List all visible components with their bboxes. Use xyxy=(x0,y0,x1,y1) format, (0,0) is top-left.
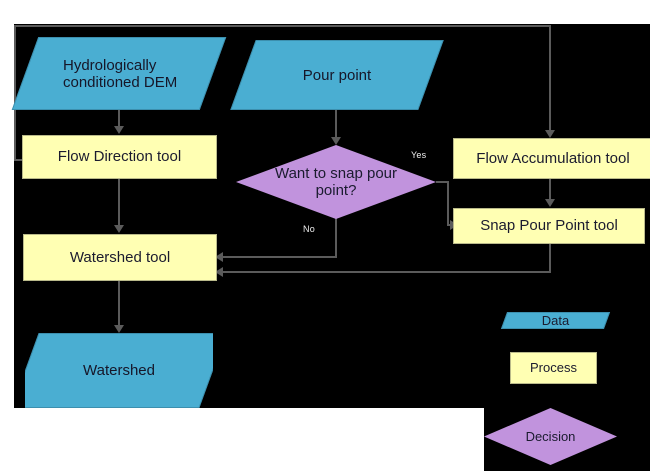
node-pour-point[interactable]: Pour point xyxy=(230,40,444,110)
legend-item-process: Process xyxy=(510,352,597,384)
dem-shape xyxy=(11,37,227,110)
edge-label-no: No xyxy=(303,224,315,234)
node-watershed-output[interactable]: Watershed xyxy=(25,333,213,408)
arrowhead-into-flow-direction xyxy=(114,126,124,134)
node-label-flow-direction: Flow Direction tool xyxy=(57,148,182,166)
connector-decision-yes-horizontal xyxy=(436,181,449,183)
connector-snap-to-watershed-vertical xyxy=(549,243,551,273)
connector-flowaccum-to-snap xyxy=(549,178,551,200)
node-flow-direction-tool[interactable]: Flow Direction tool xyxy=(22,135,217,179)
connector-pourpoint-to-decision xyxy=(335,110,337,138)
connector-flowdir-to-flowaccum-horizontal-top xyxy=(14,25,551,27)
decision-shape xyxy=(236,145,436,219)
legend-decision-shape xyxy=(484,408,617,465)
connector-decision-no-vertical xyxy=(335,218,337,257)
node-label-flow-accumulation: Flow Accumulation tool xyxy=(476,149,630,167)
connector-watershedtool-to-output xyxy=(118,281,120,326)
connector-flowaccum-vertical-down xyxy=(549,25,551,131)
connector-snap-to-watershed-horizontal xyxy=(222,271,551,273)
legend-item-decision: Decision xyxy=(484,408,617,465)
connector-decision-no-horizontal xyxy=(222,256,337,258)
connector-decision-yes-vertical xyxy=(447,181,449,225)
arrowhead-into-watershed-output xyxy=(114,325,124,333)
node-flow-accumulation-tool[interactable]: Flow Accumulation tool xyxy=(453,138,650,179)
connector-dem-to-flowdir xyxy=(118,110,120,128)
arrowhead-into-watershed-tool xyxy=(114,225,124,233)
legend-label-process: Process xyxy=(530,359,577,375)
arrowhead-no-into-watershed-tool xyxy=(215,252,223,262)
node-want-to-snap-decision[interactable]: Want to snap pour point? xyxy=(236,145,436,219)
node-hydrologically-conditioned-dem[interactable]: Hydrologically conditioned DEM xyxy=(11,37,227,110)
node-label-watershed-tool: Watershed tool xyxy=(69,248,171,266)
legend-data-shape xyxy=(500,312,611,329)
arrowhead-into-decision xyxy=(331,137,341,145)
legend-item-data: Data xyxy=(500,312,611,329)
arrowhead-into-flow-accumulation xyxy=(545,130,555,138)
arrowhead-flowaccum-into-snap xyxy=(545,199,555,207)
edge-label-yes: Yes xyxy=(411,150,427,160)
connector-flowdir-to-flowaccum-vertical-left xyxy=(14,25,16,160)
pour-point-shape xyxy=(230,40,444,110)
node-watershed-tool[interactable]: Watershed tool xyxy=(23,234,217,281)
connector-flowdir-to-watershed xyxy=(118,178,120,226)
arrowhead-snap-into-watershed-tool xyxy=(215,267,223,277)
node-snap-pour-point-tool[interactable]: Snap Pour Point tool xyxy=(453,208,645,244)
node-label-snap-pour-point: Snap Pour Point tool xyxy=(480,217,618,235)
connector-flowdir-stub xyxy=(14,159,26,161)
watershed-output-shape xyxy=(25,333,213,408)
